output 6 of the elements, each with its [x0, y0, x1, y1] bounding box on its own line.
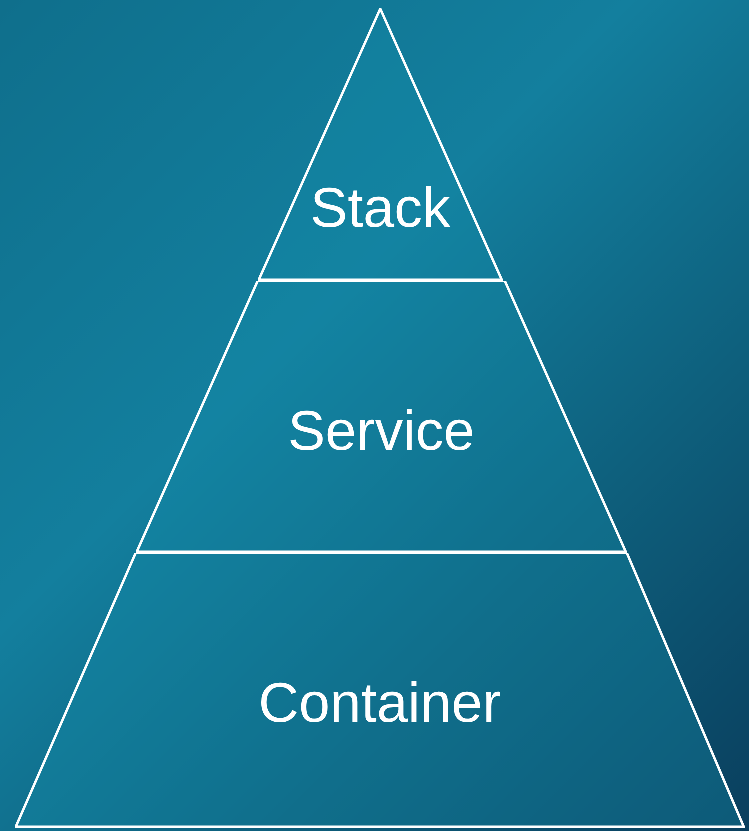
pyramid-tier — [258, 8, 503, 281]
tier-label: Service — [288, 403, 475, 459]
pyramid-tier — [136, 281, 627, 553]
pyramid-tier — [15, 553, 745, 828]
tier-label: Container — [258, 675, 502, 731]
tier-label: Stack — [310, 180, 451, 236]
